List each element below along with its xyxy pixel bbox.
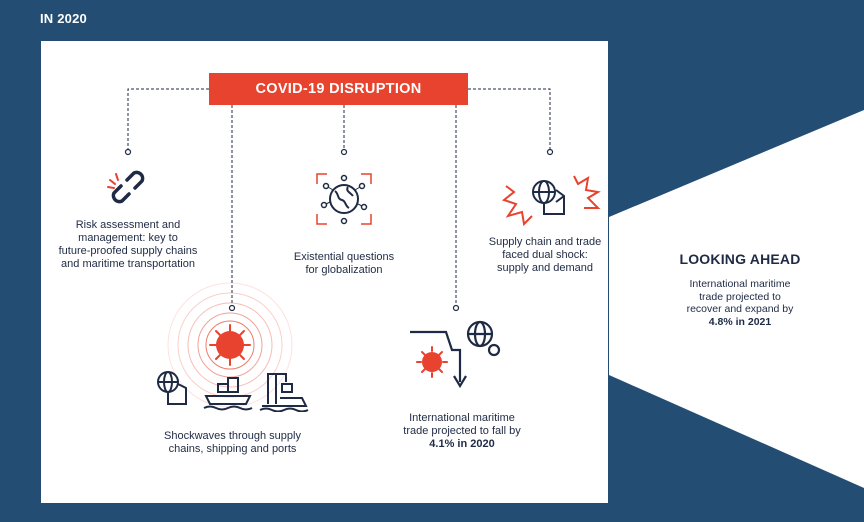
shockwaves-text: Shockwaves through supply chains, shippi… (164, 430, 301, 455)
year-label: IN 2020 (40, 11, 87, 26)
virus-falling-arrow-icon (410, 320, 501, 389)
broken-chain-icon (107, 170, 145, 204)
globe-box-burst-icon (501, 175, 601, 227)
covid-disruption-banner: COVID-19 DISRUPTION (209, 73, 468, 105)
risk-assessment-text: Risk assessment and management: key to f… (58, 219, 198, 270)
globalization-text: Existential questions for globalization (293, 251, 395, 276)
dual-shock-text: Supply chain and trade faced dual shock:… (488, 236, 602, 274)
globe-network-icon (316, 173, 372, 225)
looking-ahead-text: International maritime trade projected t… (686, 278, 794, 328)
disruption-panel (41, 41, 608, 503)
looking-ahead-title: LOOKING AHEAD (679, 251, 801, 267)
fall-projection-text: International maritime trade projected t… (403, 412, 521, 450)
shipping-ports-icons (157, 371, 309, 412)
